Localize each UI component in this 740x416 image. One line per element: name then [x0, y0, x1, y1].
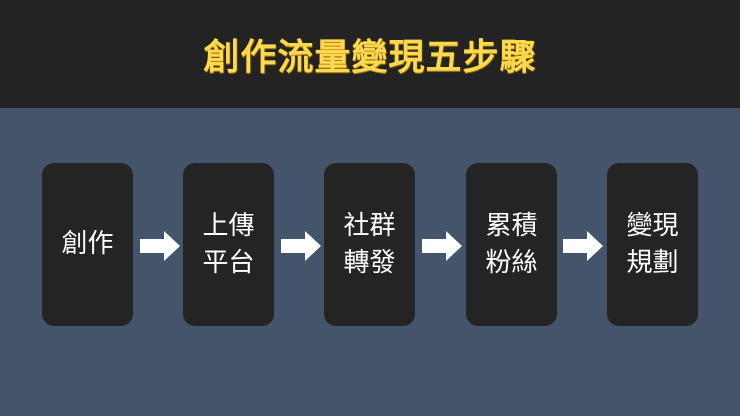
step-3-share: 社群 轉發: [324, 163, 415, 326]
arrow-right-icon: [563, 231, 603, 261]
step-label: 累積: [485, 210, 538, 241]
step-label: 創作: [61, 229, 114, 259]
page-title: 創作流量變現五步驟: [203, 37, 537, 78]
step-2-upload: 上傳 平台: [183, 163, 274, 326]
header-band: 創作流量變現五步驟: [0, 0, 740, 108]
step-label: 粉絲: [485, 247, 538, 278]
step-label: 轉發: [343, 247, 396, 278]
step-label: 上傳: [202, 210, 255, 241]
arrow-right-icon: [281, 231, 321, 261]
arrow-right-icon: [422, 231, 462, 261]
step-label: 平台: [202, 247, 255, 278]
step-1-create: 創作: [42, 163, 133, 326]
arrow-right-icon: [140, 231, 180, 261]
step-label: 變現: [626, 210, 679, 241]
step-5-monetize: 變現 規劃: [607, 163, 698, 326]
step-label: 規劃: [626, 247, 679, 278]
step-label: 社群: [343, 210, 396, 241]
step-4-followers: 累積 粉絲: [466, 163, 557, 326]
